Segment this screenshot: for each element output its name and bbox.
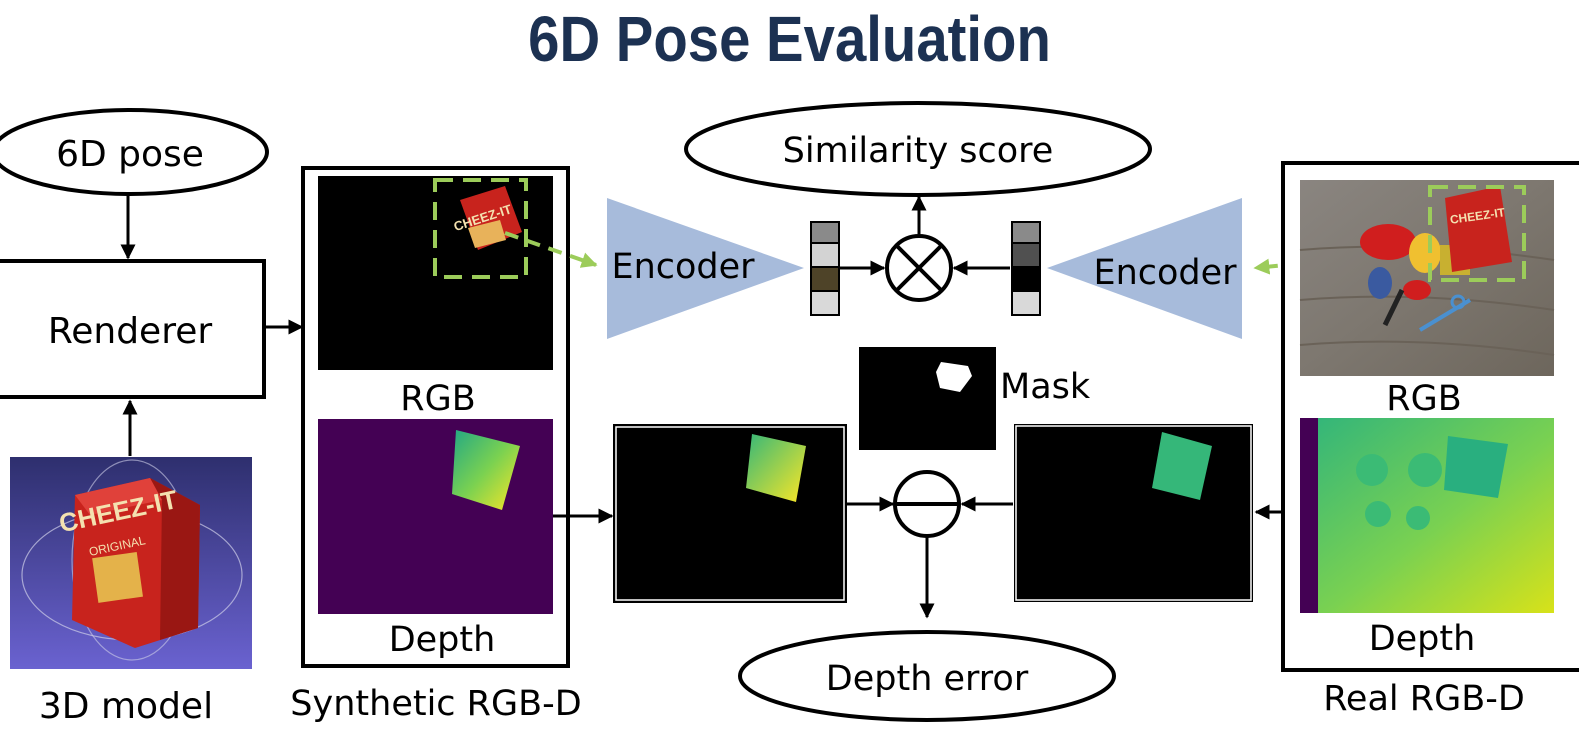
masked-real-border	[1015, 425, 1252, 601]
synthetic-depth-label: Depth	[389, 620, 496, 660]
depth-error-label: Depth error	[826, 659, 1029, 699]
similarity-node	[684, 101, 1152, 197]
masked-synthetic-depth	[613, 424, 847, 603]
synthetic-crop-box	[433, 178, 528, 279]
encoder-left-label: Encoder	[611, 247, 755, 287]
encoder-left	[607, 198, 804, 339]
model-image	[10, 457, 252, 669]
circled-minus-icon	[893, 470, 961, 538]
encoder-right	[1047, 198, 1242, 339]
synthetic-depth-object	[452, 430, 520, 510]
masked-real-depth	[1014, 424, 1253, 602]
synthetic-rgb-label: RGB	[400, 379, 475, 419]
real-rgb-image	[1299, 180, 1555, 376]
depth-error-node	[738, 630, 1116, 722]
mask-label: Mask	[1000, 367, 1091, 407]
pose-node	[0, 108, 269, 196]
model-caption: 3D model	[39, 686, 213, 727]
mask-shape	[936, 362, 972, 392]
real-depth-image	[1300, 418, 1554, 613]
circled-times-icon	[885, 234, 953, 302]
masked-real-object	[1152, 432, 1212, 500]
renderer-label: Renderer	[48, 311, 213, 352]
renderer-node	[0, 259, 266, 399]
masked-synthetic-border	[615, 426, 845, 601]
feature-vector-right	[1011, 221, 1041, 316]
real-caption: Real RGB-D	[1323, 679, 1525, 719]
feature-vector-left	[810, 221, 840, 316]
real-depth-label: Depth	[1369, 619, 1476, 659]
pose-label: 6D pose	[56, 134, 204, 175]
similarity-label: Similarity score	[783, 131, 1054, 171]
encoder-right-label: Encoder	[1093, 253, 1237, 293]
real-rgb-label: RGB	[1386, 379, 1461, 419]
page-title: 6D Pose Evaluation	[528, 3, 1051, 75]
masked-synthetic-object	[746, 434, 806, 502]
arrow-crop-to-encoder-left	[504, 231, 598, 268]
synthetic-caption: Synthetic RGB-D	[290, 684, 581, 724]
real-crop-box	[1428, 185, 1526, 282]
mask-image	[859, 347, 996, 450]
